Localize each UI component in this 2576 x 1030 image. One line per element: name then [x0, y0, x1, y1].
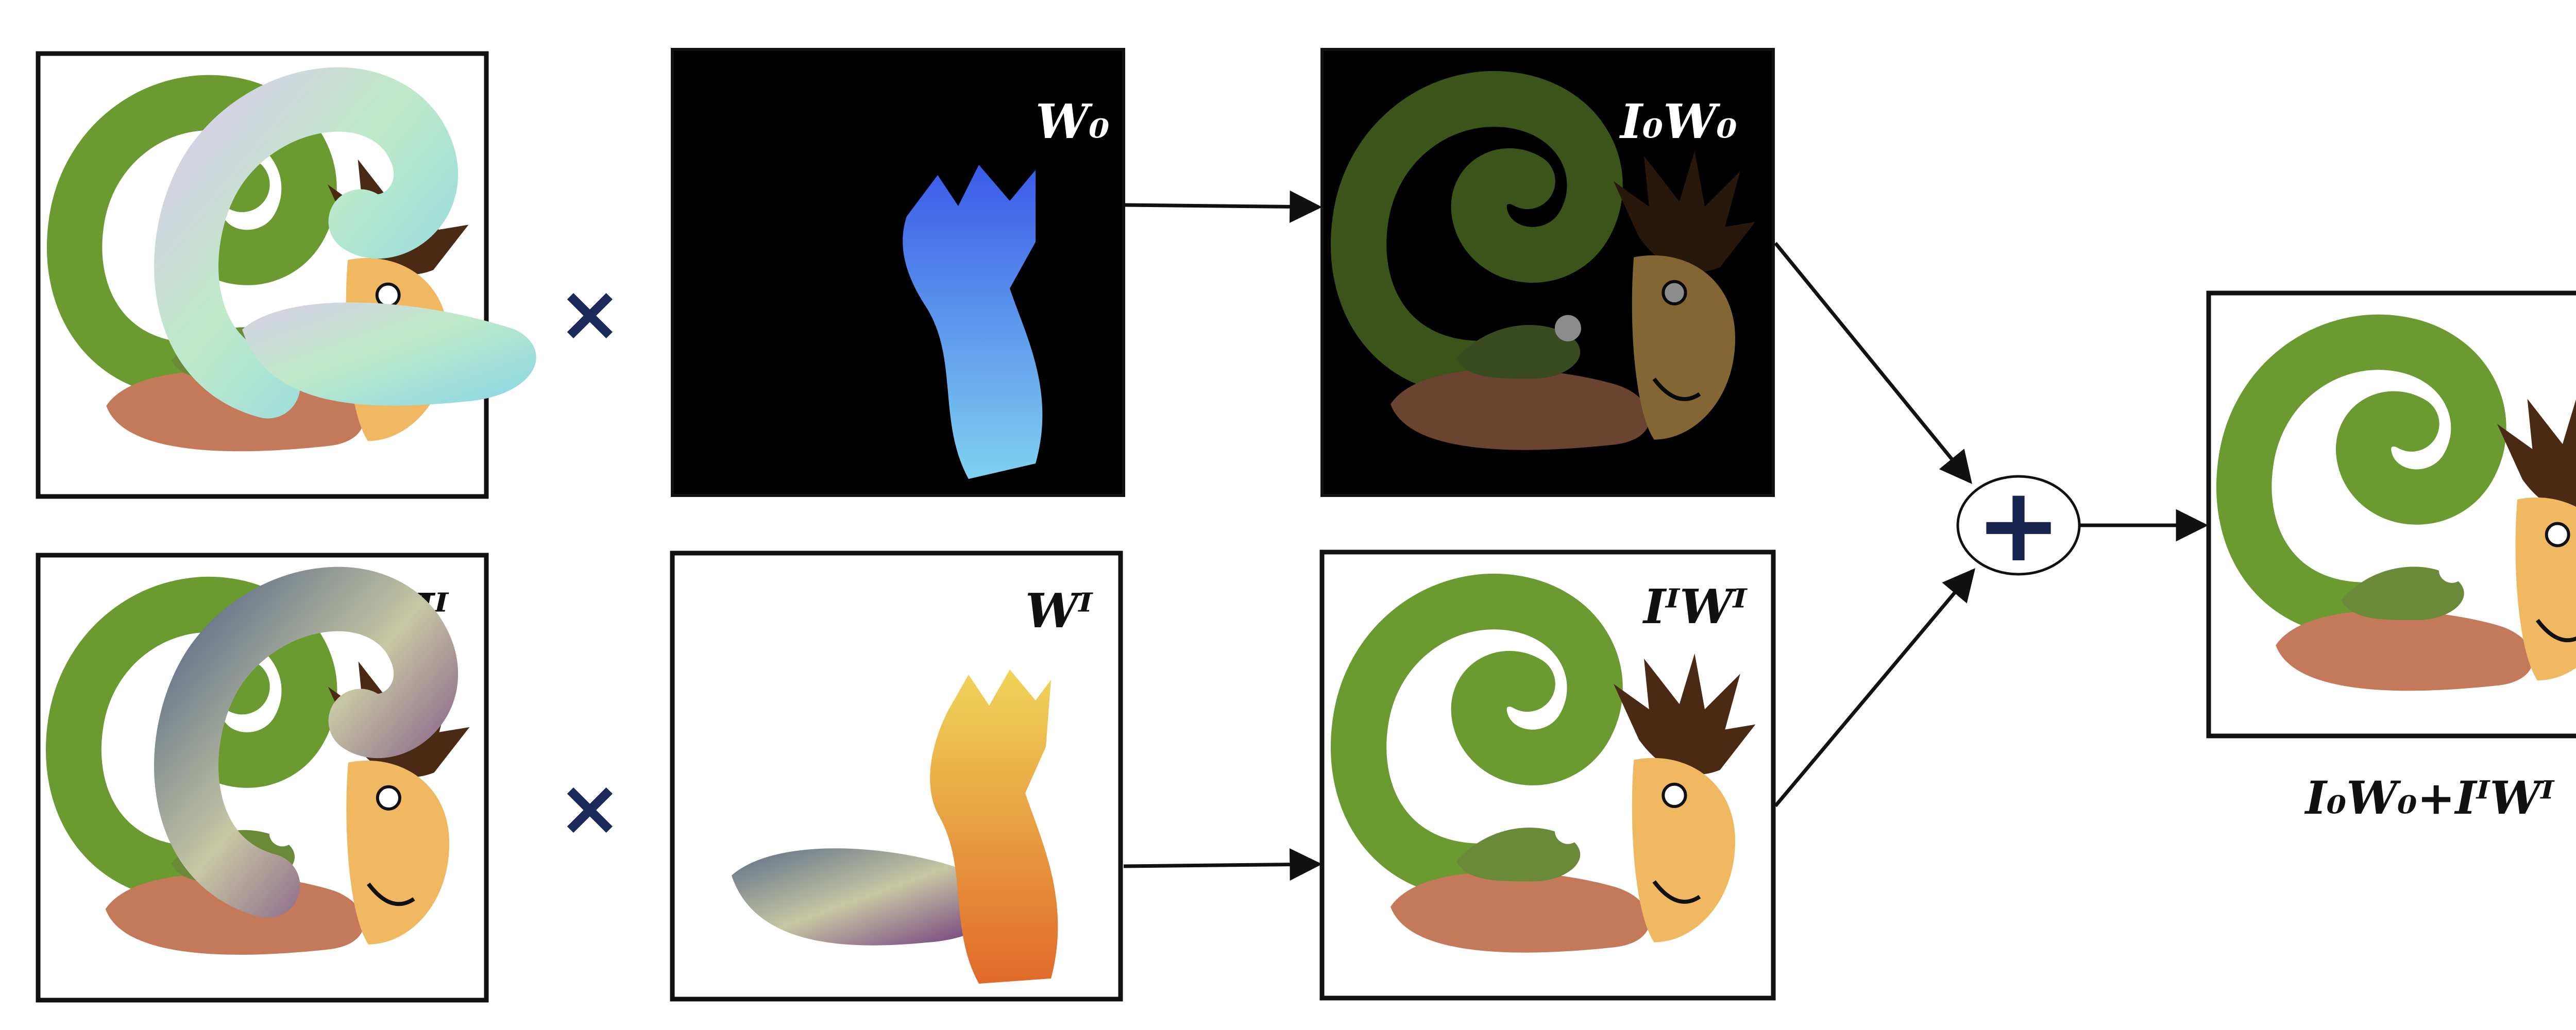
sum-node: + — [1956, 465, 2081, 585]
panel-i0w0-label: I₀W₀ — [1619, 94, 1737, 149]
multiply-operator-top: × — [557, 269, 622, 358]
arrow-w0-to-i0w0 — [1123, 190, 1323, 223]
arrow-i1w1-to-sum — [1774, 568, 1976, 808]
panel-w1: Wᴵ — [154, 551, 1123, 1002]
panel-w0: W₀ — [154, 48, 1125, 497]
panel-w0-image — [154, 67, 1043, 479]
panel-i0w0: .tail{stroke:#1a2a14}.nose{fill:#6a4a22}… — [1320, 48, 1775, 497]
panel-result-caption: I₀W₀+IᴵWᴵ — [2304, 771, 2555, 825]
arrow-w1-to-i1w1 — [1123, 848, 1323, 881]
panel-w1-label: Wᴵ — [1025, 583, 1093, 639]
multiply-operator-bottom: × — [557, 763, 622, 853]
panel-w0-label: W₀ — [1036, 94, 1110, 149]
panel-w0-frame — [671, 48, 1125, 497]
panel-result: .tail{stroke:#6a9a30}.nose{fill:#c47a5a}… — [2206, 290, 2576, 825]
arrows — [1123, 190, 2209, 881]
panel-i1w1: .tail{stroke:#5e8a2c}.nose{fill:#a0702a}… — [1319, 550, 1776, 1001]
panel-w1-image — [154, 566, 1058, 984]
arrow-i0w0-to-sum — [1774, 242, 1972, 484]
plus-icon: + — [1975, 465, 2062, 585]
panel-i1w1-label: IᴵWᴵ — [1642, 579, 1748, 634]
